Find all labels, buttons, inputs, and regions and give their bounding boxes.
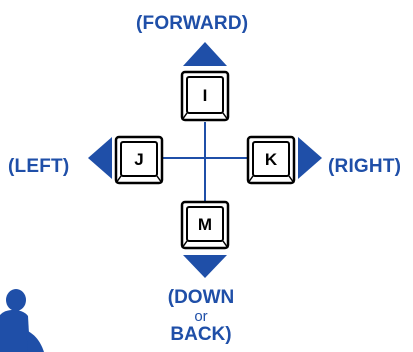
key-k[interactable]: K xyxy=(246,135,296,185)
arrow-right-icon xyxy=(298,137,322,179)
key-j-label: J xyxy=(134,150,143,169)
key-j[interactable]: J xyxy=(114,135,164,185)
label-down: (DOWN xyxy=(167,287,235,308)
label-back: BACK) xyxy=(170,324,232,345)
arrow-up-icon xyxy=(183,42,227,66)
key-m-label: M xyxy=(198,215,212,234)
label-down-or-back: (DOWN or BACK) xyxy=(150,288,252,344)
figure-silhouette-icon xyxy=(0,289,44,352)
key-i[interactable]: I xyxy=(180,70,230,122)
label-left: (LEFT) xyxy=(8,156,70,177)
key-i-label: I xyxy=(203,86,208,105)
label-forward: (FORWARD) xyxy=(136,13,249,34)
label-or: or xyxy=(194,308,208,325)
arrow-left-icon xyxy=(88,137,112,179)
label-right: (RIGHT) xyxy=(328,156,402,177)
key-m[interactable]: M xyxy=(180,200,230,250)
arrow-down-icon xyxy=(183,255,227,278)
key-k-label: K xyxy=(265,150,278,169)
